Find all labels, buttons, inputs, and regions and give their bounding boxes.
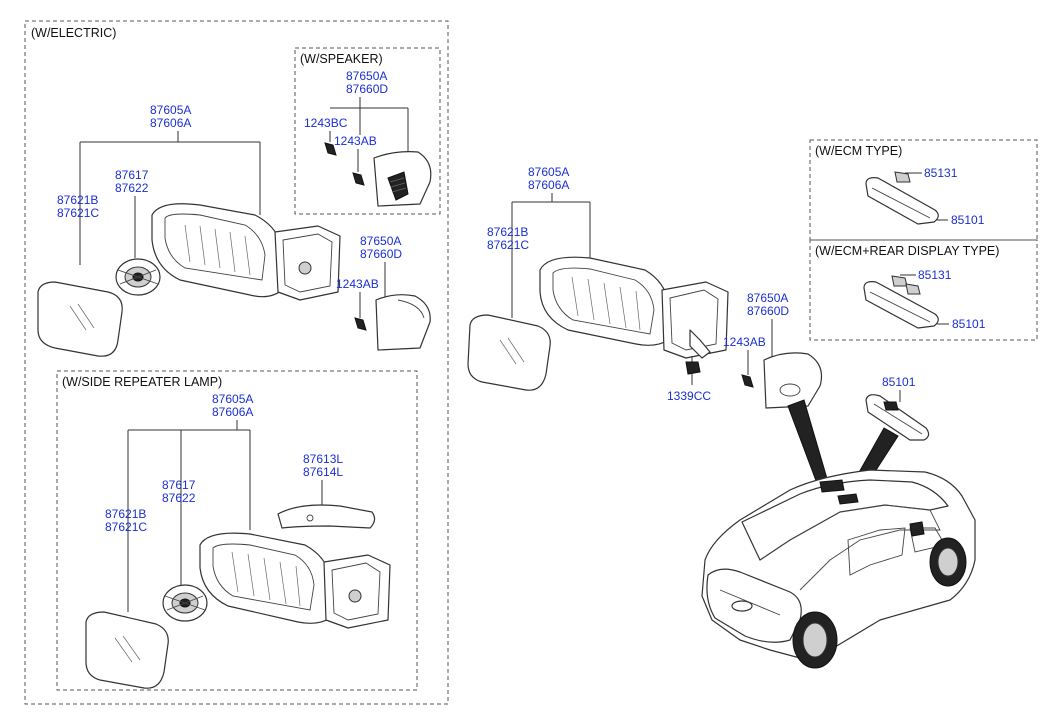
electric-cap-label-a: 87650A — [360, 234, 401, 248]
electric-actuator — [115, 258, 161, 296]
speaker-cap-leader — [330, 97, 409, 155]
car-illustration — [701, 469, 976, 669]
ecm-header: (W/ECM TYPE) — [815, 144, 902, 158]
ecm-rear-cover-label: 85131 — [918, 268, 952, 282]
main-mirror-glass — [467, 314, 551, 391]
inside-mirror-label: 85101 — [882, 375, 916, 389]
repeater-mirror-housing — [199, 532, 391, 629]
electric-mirror-housing — [151, 203, 341, 301]
electric-cap-leader — [384, 262, 402, 299]
speaker-screw-label-a: 1243BC — [304, 116, 348, 130]
repeater-mirror-glass — [85, 611, 169, 689]
ecm-group-box — [809, 139, 1038, 241]
ecm-rear-inside-mirror — [863, 275, 939, 329]
repeater-lamp-label-a: 87613L — [303, 452, 343, 466]
ecm-inside-mirror — [865, 171, 939, 225]
repeater-actuator-label-b: 87622 — [162, 491, 196, 505]
main-cap-label-a: 87650A — [747, 291, 788, 305]
side-repeater-header: (W/SIDE REPEATER LAMP) — [62, 375, 222, 389]
electric-screw-label: 1243AB — [336, 277, 379, 291]
electric-header: (W/ELECTRIC) — [31, 26, 116, 40]
repeater-actuator — [162, 584, 208, 622]
main-screw-label: 1243AB — [723, 335, 766, 349]
repeater-actuator-label-a: 87617 — [162, 478, 196, 492]
main-glass-label-b: 87621C — [487, 238, 529, 252]
pointer-outside-mirror — [787, 399, 829, 487]
ecm-rear-mirror-label: 85101 — [952, 317, 986, 331]
speaker-mirror-cap — [373, 151, 432, 207]
main-cap-leader — [771, 319, 790, 359]
electric-mirror-glass — [37, 281, 123, 357]
electric-mirror-leader — [79, 131, 261, 265]
main-cap-label-b: 87660D — [747, 304, 789, 318]
main-mirror-leader — [511, 193, 591, 318]
main-mirror-label-b: 87606A — [528, 178, 569, 192]
speaker-cap-label-a: 87650A — [346, 69, 387, 83]
speaker-screw-b — [352, 172, 365, 186]
ecm-cover-label: 85131 — [924, 166, 958, 180]
electric-mirror-label-a: 87605A — [150, 103, 191, 117]
inside-mirror — [865, 394, 930, 441]
electric-actuator-label-b: 87622 — [115, 181, 149, 195]
electric-actuator-label-a: 87617 — [115, 168, 149, 182]
ecm-mirror-label: 85101 — [951, 213, 985, 227]
main-mirror-label-a: 87605A — [528, 165, 569, 179]
speaker-group-box — [294, 47, 441, 215]
electric-group-box — [24, 20, 449, 705]
main-mirror-housing — [539, 256, 729, 359]
repeater-glass-label-a: 87621B — [105, 507, 146, 521]
main-nut — [685, 361, 701, 375]
electric-screw — [354, 317, 367, 331]
repeater-mirror-label-a: 87605A — [212, 392, 253, 406]
speaker-header: (W/SPEAKER) — [300, 52, 383, 66]
speaker-screw-label-b: 1243AB — [334, 134, 377, 148]
electric-mirror-label-b: 87606A — [150, 116, 191, 130]
electric-cap-label-b: 87660D — [360, 247, 402, 261]
main-glass-label-a: 87621B — [487, 225, 528, 239]
speaker-screw-a — [324, 142, 337, 156]
repeater-lamp — [277, 504, 376, 529]
repeater-mirror-leader — [127, 420, 251, 612]
ecm-rear-group-box — [809, 239, 1038, 341]
repeater-mirror-label-b: 87606A — [212, 405, 253, 419]
main-mirror-cap — [763, 352, 823, 409]
side-repeater-group-box — [56, 370, 418, 691]
repeater-lamp-label-b: 87614L — [303, 465, 343, 479]
speaker-cap-label-b: 87660D — [346, 82, 388, 96]
electric-glass-label-b: 87621C — [57, 206, 99, 220]
main-nut-label: 1339CC — [667, 389, 711, 403]
repeater-glass-label-b: 87621C — [105, 520, 147, 534]
electric-mirror-cap — [375, 294, 431, 351]
main-screw — [741, 374, 754, 388]
ecm-rear-header: (W/ECM+REAR DISPLAY TYPE) — [815, 244, 999, 258]
electric-glass-label-a: 87621B — [57, 193, 98, 207]
